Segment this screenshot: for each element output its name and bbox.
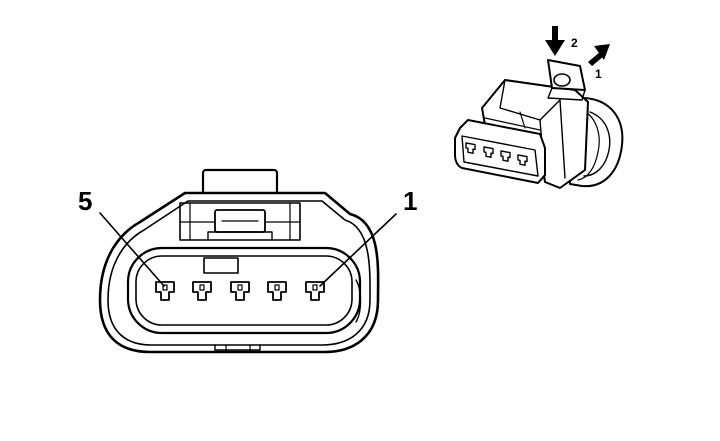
front-pin-cavity	[267, 281, 287, 301]
front-pin-cavity	[192, 281, 212, 301]
pin-label-1: 1	[403, 186, 417, 216]
leader-line-pin-1	[319, 213, 397, 287]
iso-pin-cavity	[465, 142, 476, 154]
polarization-key	[203, 257, 239, 274]
iso-pin-cavity	[500, 150, 511, 162]
leader-line-pin-5	[99, 212, 165, 287]
front-pin-cavity	[155, 281, 175, 301]
arrow-label-2: 2	[571, 36, 578, 50]
cavity-wall-inner	[135, 255, 353, 326]
connector-isometric-view	[454, 59, 624, 189]
front-pin-cavity	[230, 281, 250, 301]
iso-front-face	[454, 119, 546, 184]
pin-label-5: 5	[78, 186, 92, 216]
iso-pin-cavity	[517, 154, 528, 166]
housing-inner-outline	[107, 200, 371, 346]
arrow-label-1: 1	[595, 67, 602, 81]
housing-outer	[98, 191, 380, 354]
arrow-down-icon	[545, 26, 565, 56]
bottom-slot	[214, 344, 261, 351]
iso-pin-cavity	[483, 146, 494, 158]
front-pin-cavity	[305, 281, 325, 301]
connector-front-view	[98, 168, 397, 354]
arrow-slide-icon	[588, 44, 610, 66]
